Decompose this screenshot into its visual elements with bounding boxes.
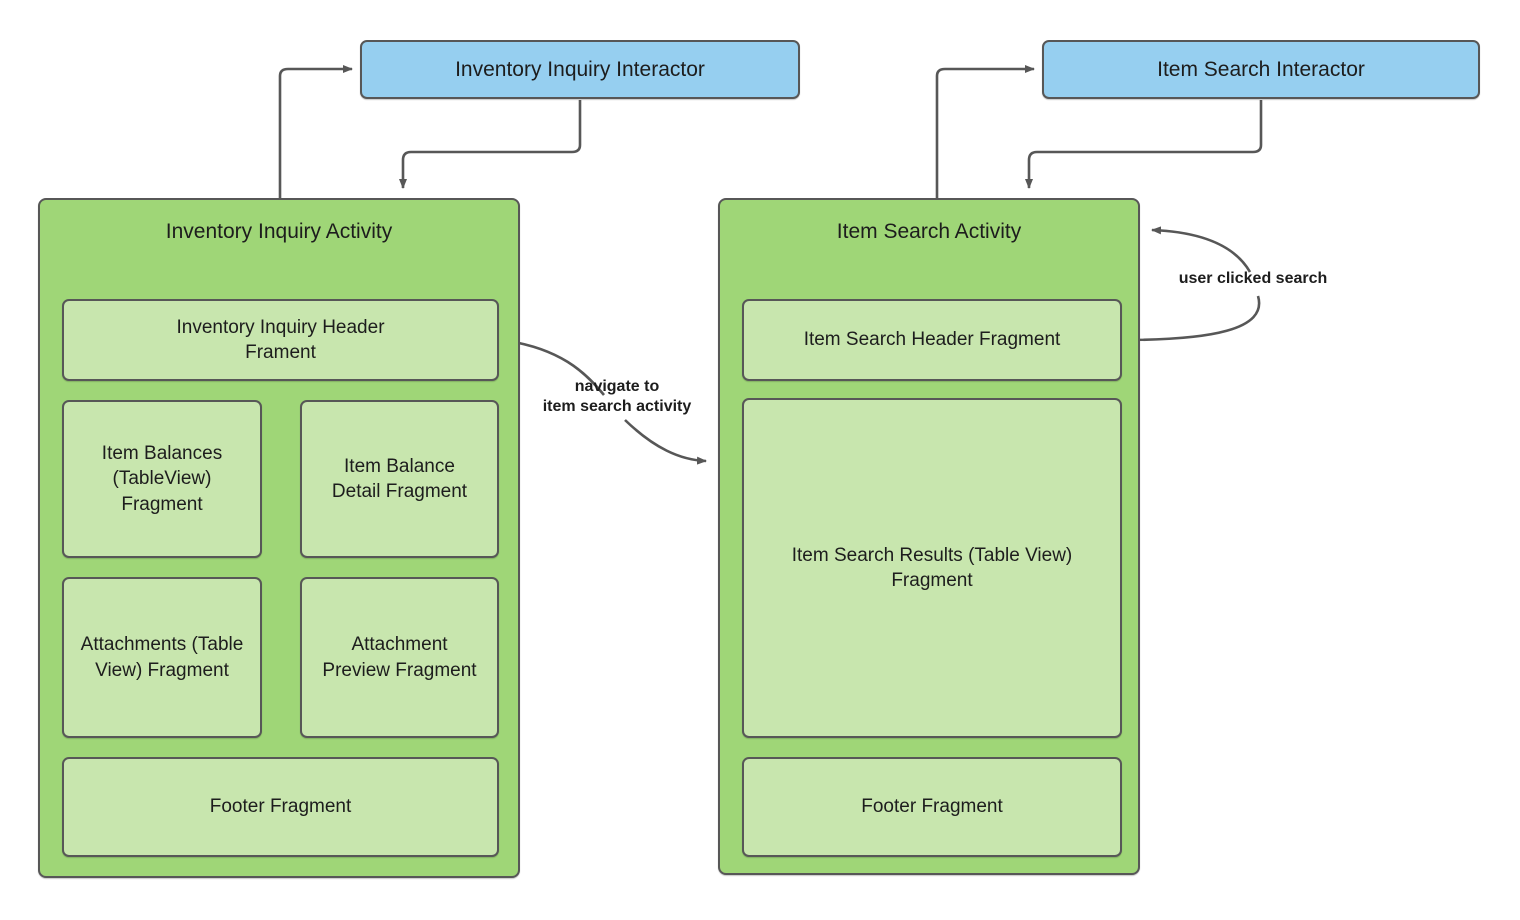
fragment-item-search-header[interactable]: Item Search Header Fragment bbox=[742, 299, 1122, 381]
attachments-tableview-fragment-label: Attachments (Table View) Fragment bbox=[80, 634, 244, 681]
node-item-search-activity[interactable]: Item Search Activity Item Search Header … bbox=[718, 198, 1140, 875]
fragment-inventory-inquiry-header[interactable]: Inventory Inquiry Header Frament bbox=[62, 299, 499, 381]
fragment-attachment-preview[interactable]: Attachment Preview Fragment bbox=[300, 577, 499, 738]
attachment-preview-fragment-label: Attachment Preview Fragment bbox=[322, 634, 477, 681]
edge-inventory-activity-to-interactor bbox=[278, 65, 353, 198]
fragment-attachments-tableview[interactable]: Attachments (Table View) Fragment bbox=[62, 577, 262, 738]
edge-user-clicked-search bbox=[1121, 295, 1261, 342]
node-inventory-inquiry-activity[interactable]: Inventory Inquiry Activity Inventory Inq… bbox=[38, 198, 520, 878]
edge-label-user-clicked-search: user clicked search bbox=[1178, 270, 1328, 287]
edge-navigate-to-item-search-tail bbox=[624, 419, 707, 465]
fragment-inventory-footer[interactable]: Footer Fragment bbox=[62, 757, 499, 857]
fragment-item-balance-detail[interactable]: Item Balance Detail Fragment bbox=[300, 400, 499, 558]
item-search-header-fragment-label: Item Search Header Fragment bbox=[803, 329, 1061, 351]
item-search-interactor-label: Item Search Interactor bbox=[1157, 57, 1365, 81]
edge-user-clicked-search-tail bbox=[1151, 226, 1252, 273]
item-search-activity-title: Item Search Activity bbox=[836, 220, 1022, 243]
fragment-item-balances-tableview[interactable]: Item Balances (TableView) Fragment bbox=[62, 400, 262, 558]
fragment-item-search-results-tableview[interactable]: Item Search Results (Table View) Fragmen… bbox=[742, 398, 1122, 738]
inventory-inquiry-activity-title: Inventory Inquiry Activity bbox=[165, 220, 393, 243]
inventory-inquiry-header-fragment-label: Inventory Inquiry Header Frament bbox=[176, 316, 385, 363]
node-item-search-interactor[interactable]: Item Search Interactor bbox=[1042, 40, 1480, 99]
node-inventory-inquiry-interactor[interactable]: Inventory Inquiry Interactor bbox=[360, 40, 800, 99]
edge-item-search-activity-to-interactor bbox=[935, 65, 1035, 198]
item-balances-tableview-fragment-label: Item Balances (TableView) Fragment bbox=[101, 443, 223, 515]
item-balance-detail-fragment-label: Item Balance Detail Fragment bbox=[331, 455, 468, 502]
item-search-results-tableview-fragment-label: Item Search Results (Table View) Fragmen… bbox=[791, 544, 1073, 591]
item-search-footer-fragment-label: Footer Fragment bbox=[861, 796, 1003, 818]
edge-inventory-interactor-to-activity bbox=[399, 100, 582, 189]
edge-label-navigate-to-item-search: navigate to item search activity bbox=[542, 378, 692, 415]
edge-item-search-interactor-to-activity bbox=[1025, 100, 1263, 189]
inventory-footer-fragment-label: Footer Fragment bbox=[209, 796, 352, 818]
inventory-inquiry-interactor-label: Inventory Inquiry Interactor bbox=[455, 57, 705, 81]
fragment-item-search-footer[interactable]: Footer Fragment bbox=[742, 757, 1122, 857]
